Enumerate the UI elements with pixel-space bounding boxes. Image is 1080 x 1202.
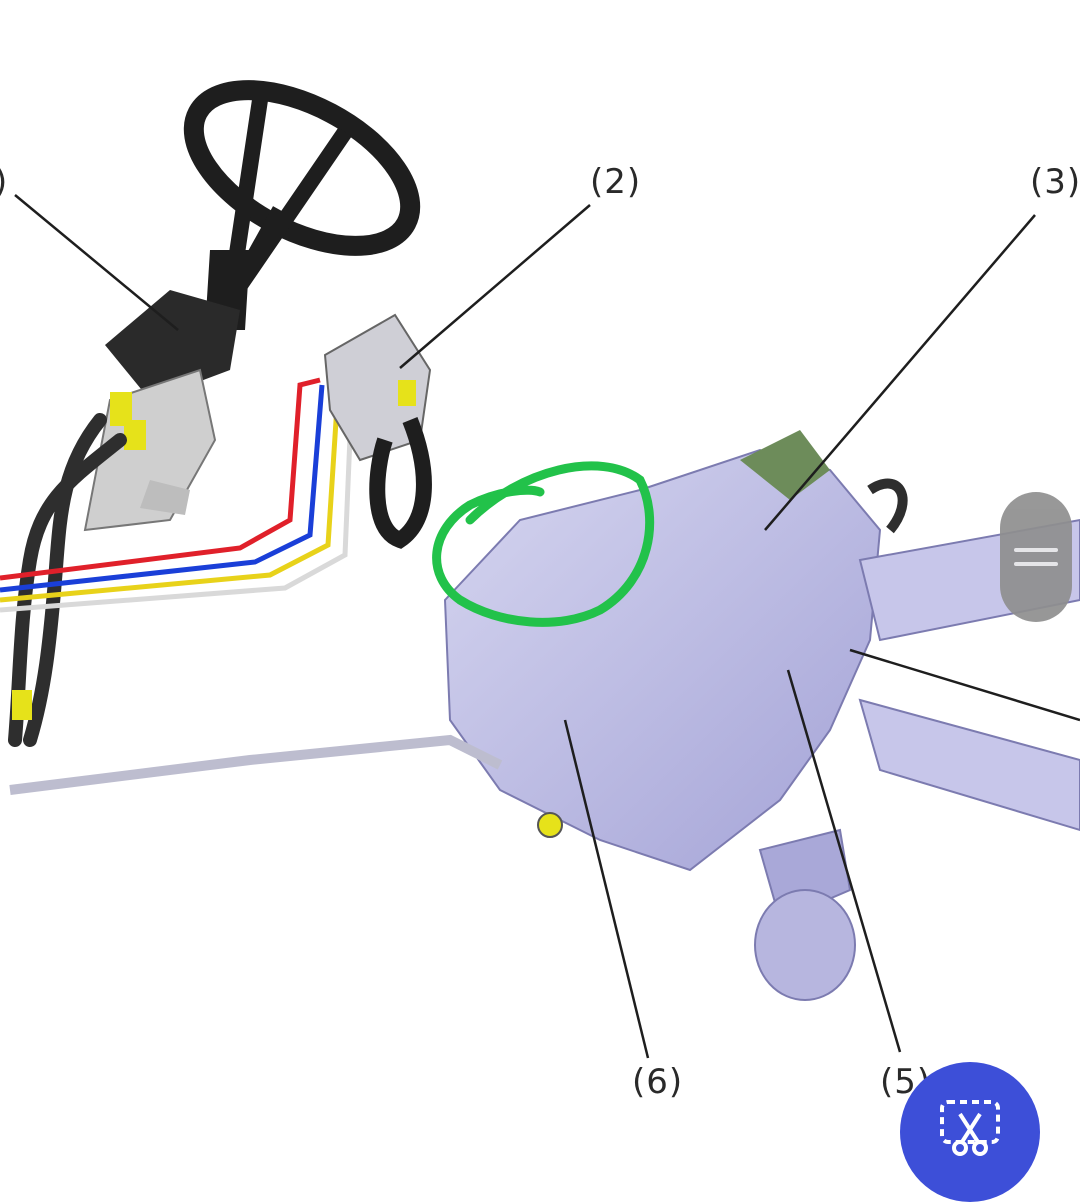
screenshot-scissors-icon: [940, 1100, 1000, 1156]
steering-system-diagram: [0, 80, 1080, 1059]
callout-1: ): [0, 162, 8, 202]
green-highlight-circle: [432, 461, 655, 627]
transmission-body: [443, 430, 1080, 1001]
lower-rod: [9, 734, 503, 795]
leader-lines: [14, 194, 1080, 1059]
screenshot-scissors-button[interactable]: [900, 1062, 1040, 1202]
callout-2: (2): [590, 162, 642, 202]
left-fitting: [12, 690, 32, 720]
hydraulic-lines: [0, 377, 355, 613]
steering-valve: [323, 313, 432, 549]
steering-column-assembly: [83, 368, 217, 532]
steering-wheel: [105, 80, 421, 400]
callout-6: (6): [632, 1062, 684, 1102]
callout-3: (3): [1030, 162, 1080, 202]
drag-handle-icon[interactable]: [1000, 492, 1072, 622]
left-hoses: [8, 413, 127, 747]
